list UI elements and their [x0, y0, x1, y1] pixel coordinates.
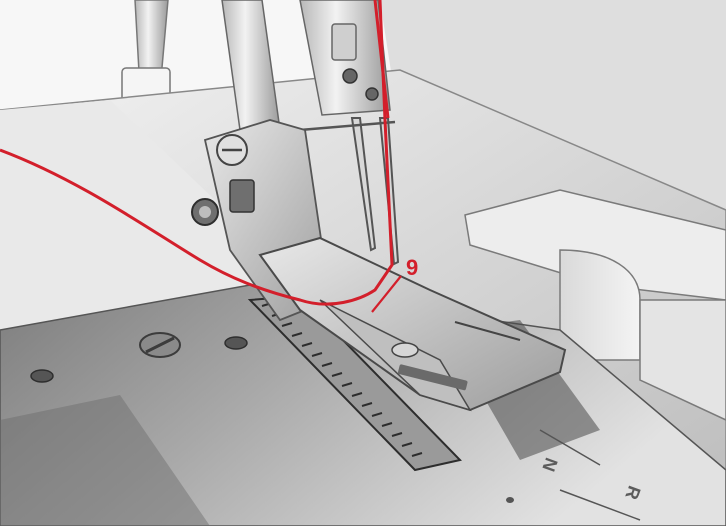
needle-bar	[221, 0, 391, 131]
plate-hole	[30, 369, 54, 383]
callout-line	[371, 275, 402, 313]
bed-left-face	[0, 100, 320, 330]
plate-hole	[506, 497, 514, 503]
right-cover	[464, 189, 726, 421]
thread-guide	[299, 120, 396, 132]
plate-hole	[224, 336, 248, 350]
callout-number-9: 9	[406, 255, 419, 280]
screw-icon	[139, 332, 181, 358]
thread-icon	[0, 0, 394, 306]
presser-foot-icon	[258, 236, 567, 412]
thread-icon	[373, 0, 390, 119]
